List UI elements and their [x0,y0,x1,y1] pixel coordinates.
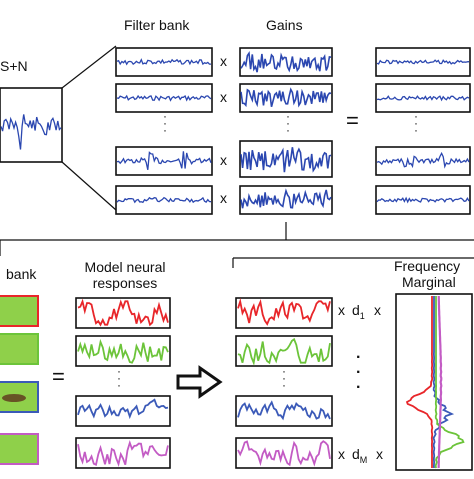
d1-subscript: 1 [359,310,365,321]
scaled-response-wave-2 [237,337,331,366]
frequency-marginal-line1: Frequency [394,258,461,274]
scaled-response-wave-3 [237,400,331,421]
filter-bank-wave-2 [116,94,212,102]
times-op-1: x [220,53,227,69]
model-response-wave-4 [77,439,169,467]
frequency-marginal-line2: Marginal [402,274,456,290]
filter-bank-box-4 [115,185,213,215]
filter-bank-wave-3 [116,151,212,170]
marginal-curve-blue [432,296,455,469]
times-op-3: x [220,152,227,168]
times-dm-right: x [376,446,383,462]
marginal-curve-magenta [437,295,443,469]
output-wave-1 [376,59,470,65]
gain-wave-4 [240,188,332,209]
spectro-filter-box-1 [0,295,39,327]
output-wave-3 [376,151,470,169]
scaled-response-wave-4 [237,440,331,467]
times-dm-left: x [338,446,345,462]
dm-subscript: M [359,454,368,465]
marginal-curve-red [405,296,434,468]
output-box-3 [375,146,471,176]
model-response-box-4 [75,437,171,469]
dots-output: ··· [414,109,418,137]
filter-bank-title: Filter bank [124,17,190,33]
filter-bank-wave-1 [116,58,211,66]
bank-title-partial: bank [6,266,37,282]
gain-wave-2 [240,87,332,108]
model-response-box-2 [75,335,171,367]
filter-bank-wave-4 [116,196,212,204]
marginal-curve-green [434,296,465,469]
input-label: S+N [0,58,28,74]
dots-filter-bank: ··· [163,109,167,137]
scaled-response-wave-1 [237,297,331,326]
gains-title: Gains [266,17,303,33]
d1-letter: d [352,302,360,318]
dots-model: ··· [117,364,121,392]
times-op-4: x [220,190,227,206]
dots-gains: ··· [286,109,290,137]
equals-top: = [346,108,359,133]
model-response-wave-3 [77,398,169,420]
model-response-wave-2 [77,338,169,364]
gain-box-2 [239,83,333,113]
times-d1-left: x [338,302,345,318]
model-responses-line2: responses [92,275,158,291]
output-wave-4 [376,196,470,204]
model-responses-line1: Model neural [84,259,166,275]
spectro-filter-box-2 [0,333,39,365]
connector-top [61,45,117,89]
input-signal-wave [0,114,62,150]
model-response-box-3 [75,395,171,427]
dots-scaled: ··· [282,364,286,392]
output-box-4 [375,185,471,215]
gain-wave-3 [240,147,332,173]
output-wave-2 [376,95,470,102]
gain-wave-1 [240,50,332,73]
equals-bottom: = [52,364,65,389]
times-d1-right: x [374,302,381,318]
times-op-2: x [220,89,227,105]
process-arrow [176,365,223,399]
spectro-filter-box-4 [0,433,39,465]
d1-label: d1 [352,303,365,323]
dm-label: dM [352,447,367,467]
dm-letter: d [352,446,360,462]
connector-bottom [61,161,117,211]
dots-d: ··· [356,349,362,396]
model-response-wave-1 [77,298,169,327]
spectro-filter-peak [2,394,26,402]
